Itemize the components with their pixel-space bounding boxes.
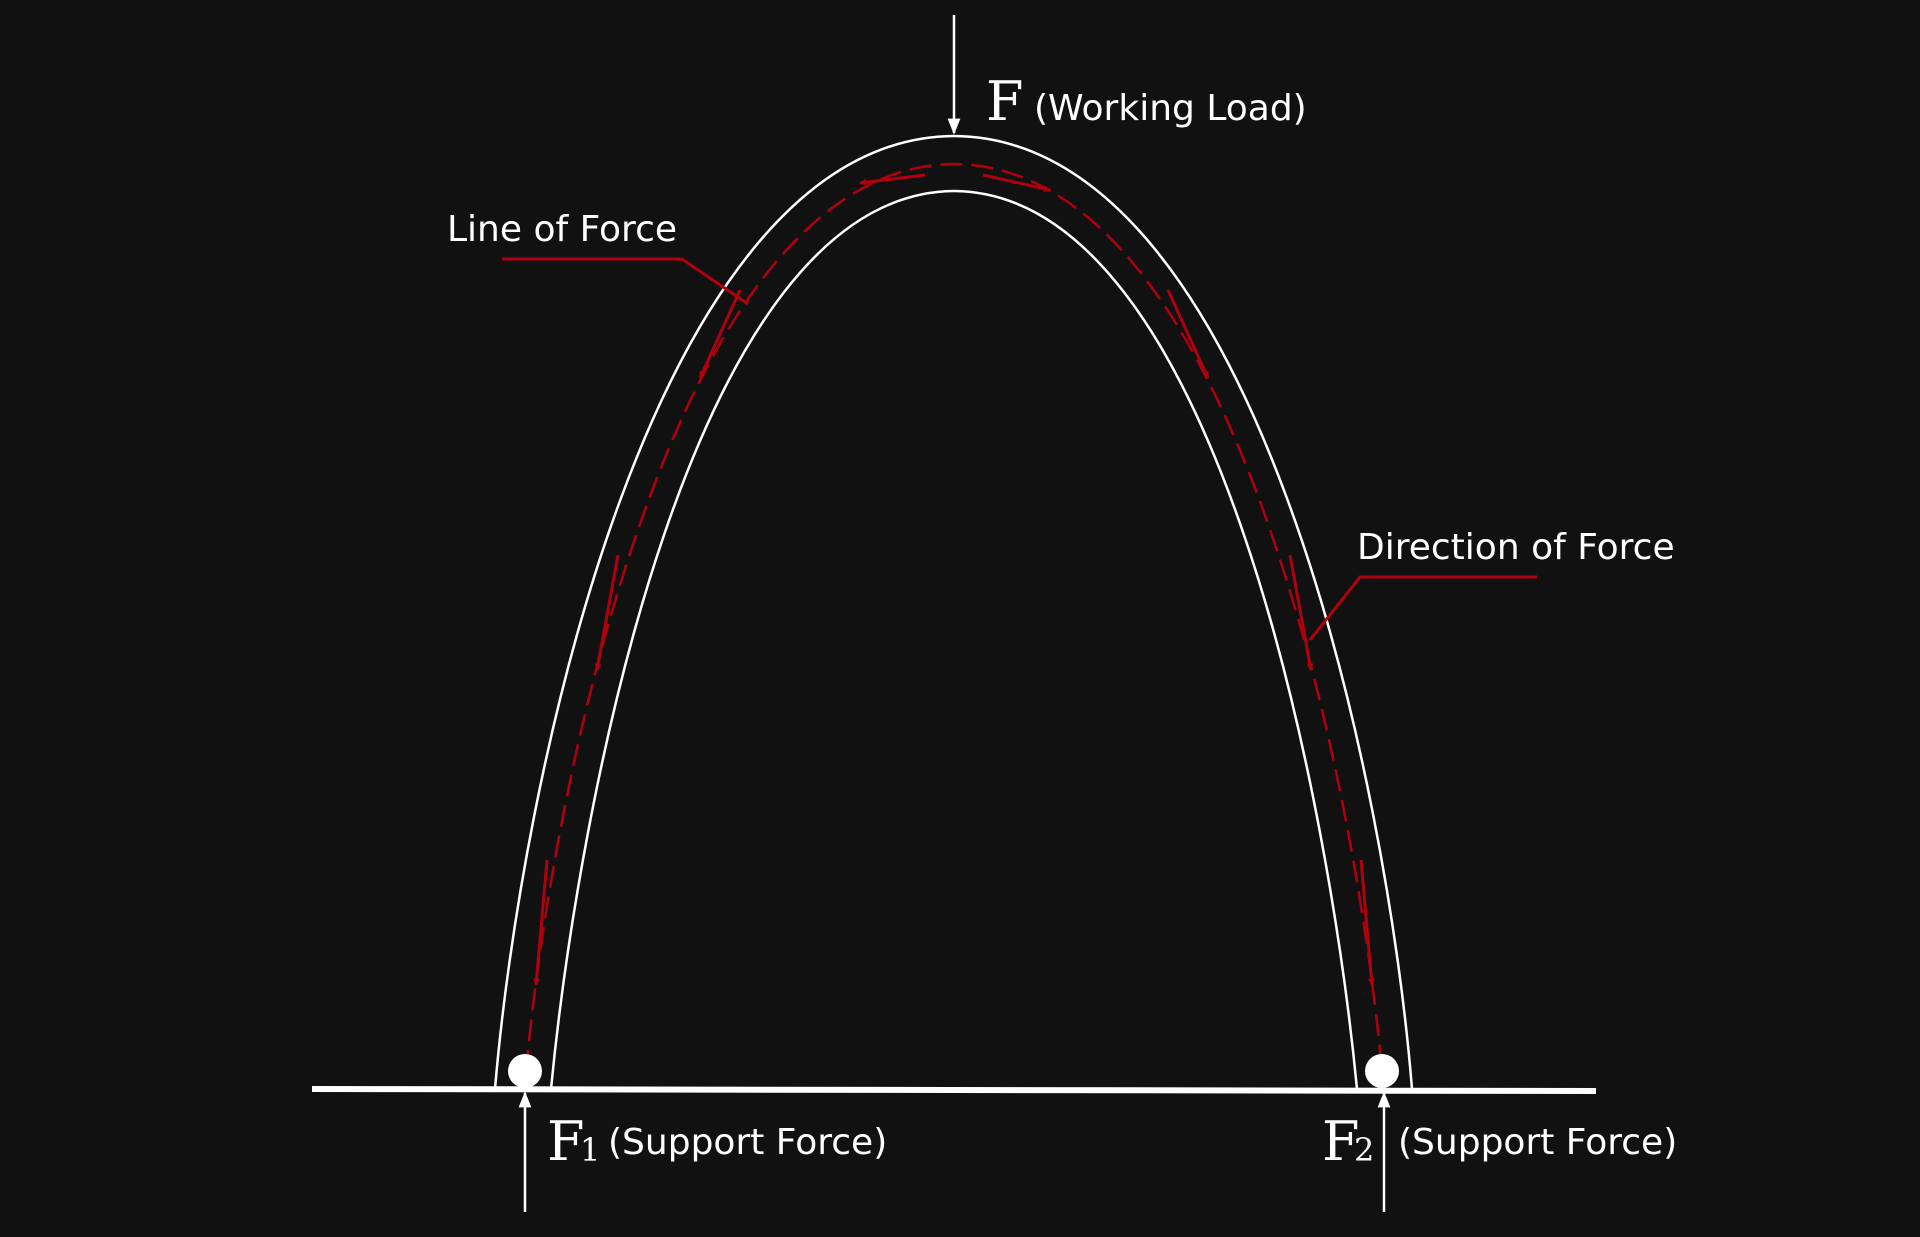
direction-arrow-left-lower [533,859,549,986]
support-pin-right [1365,1054,1399,1088]
direction-of-force-leader [1308,575,1537,641]
support-pin-left [508,1054,542,1088]
load-symbol: F [986,70,1023,133]
direction-arrow-top-right [982,173,1051,193]
support-left-symbol: F [547,1110,584,1173]
arch-outer-edge [493,134,1414,1090]
ground-line [311,1086,1597,1094]
support-left-subscript: 1 [580,1131,600,1169]
support-left-label: (Support Force) [608,1122,887,1163]
line-of-force [524,162,1384,1073]
direction-arrow-left-upper [698,289,742,379]
line-of-force-leader [502,257,749,306]
direction-arrows [533,173,1375,986]
support-right-symbol: F [1322,1110,1359,1173]
direction-arrow-left-middle [594,554,620,671]
line-of-force-label: Line of Force [447,209,677,250]
direction-arrow-top-left [859,173,926,186]
support-right-label: (Support Force) [1398,1122,1677,1163]
direction-arrow-right-middle [1288,554,1314,671]
support-right-subscript: 2 [1354,1131,1374,1169]
arch-inner-edge [549,189,1359,1090]
direction-arrow-right-upper [1166,289,1210,379]
load-label: (Working Load) [1034,88,1307,129]
direction-of-force-label: Direction of Force [1357,527,1675,568]
direction-arrow-right-lower [1359,859,1375,986]
